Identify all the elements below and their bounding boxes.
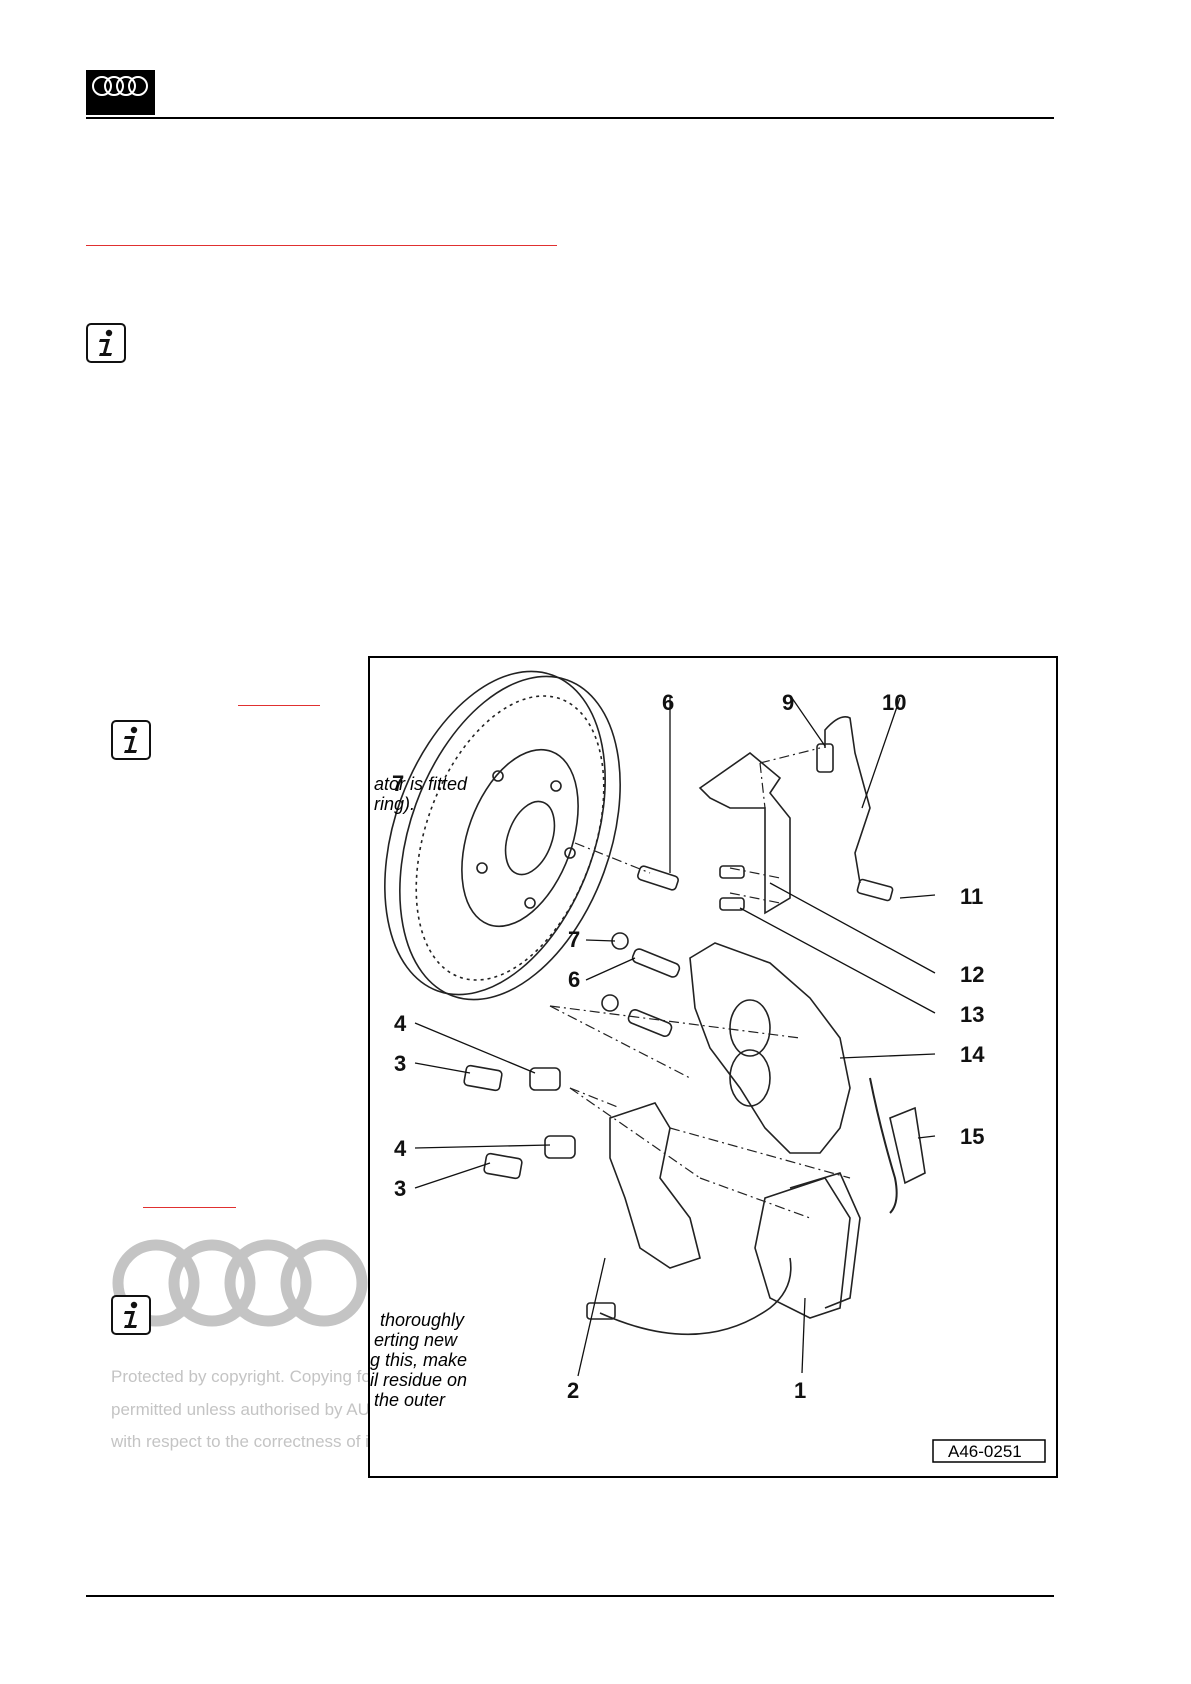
figure-callout-13: 13 <box>960 1002 984 1027</box>
figure-callout-1: 1 <box>794 1378 806 1403</box>
overlay-text-fragment: erting new <box>374 1330 458 1350</box>
overlay-text-fragment: thoroughly <box>380 1310 465 1330</box>
link-underline[interactable] <box>238 705 320 706</box>
info-icon <box>86 323 126 363</box>
figure-callout-7: 7 <box>392 771 404 796</box>
brake-disc-drawing <box>384 670 621 1001</box>
figure-callout-6: 7 <box>568 927 580 952</box>
figure-callout-15: 15 <box>960 1124 984 1149</box>
footer-divider <box>86 1595 1054 1597</box>
audi-rings-watermark-icon <box>112 1238 368 1333</box>
figure-callout-4: 4 <box>394 1011 407 1036</box>
figure-callout-5: 6 <box>568 967 580 992</box>
figure-callout-2: 2 <box>567 1378 579 1403</box>
link-underline[interactable] <box>86 245 557 246</box>
figure-callout-10: 10 <box>882 690 906 715</box>
overlay-text-fragment: il residue on <box>370 1370 467 1390</box>
brake-assembly-figure: 6 9 10 11 12 13 14 15 7 6 4 3 4 3 2 1 7 … <box>368 656 1058 1478</box>
figure-callout-8: 6 <box>662 690 674 715</box>
figure-callout-11: 11 <box>960 884 983 909</box>
figure-reference-number: A46-0251 <box>948 1442 1022 1461</box>
overlay-text-fragment: ring). <box>374 794 415 814</box>
audi-logo <box>86 70 155 115</box>
info-icon <box>111 720 151 760</box>
overlay-text-fragment: ator is fitted <box>374 774 468 794</box>
figure-reference-box <box>932 1439 1046 1463</box>
overlay-text-fragment: the outer <box>374 1390 446 1410</box>
figure-callout-12: 12 <box>960 962 984 987</box>
figure-callout-9: 9 <box>782 690 794 715</box>
figure-callout-3: 3 <box>394 1051 406 1076</box>
overlay-text-fragment: g this, make <box>370 1350 467 1370</box>
link-underline[interactable] <box>143 1207 236 1208</box>
figure-callout-3: 3 <box>394 1176 406 1201</box>
info-icon <box>111 1295 151 1335</box>
audi-rings-logo-icon <box>92 76 148 96</box>
figure-callout-14: 14 <box>960 1042 985 1067</box>
header-divider <box>86 117 1054 119</box>
figure-callout-4: 4 <box>394 1136 407 1161</box>
